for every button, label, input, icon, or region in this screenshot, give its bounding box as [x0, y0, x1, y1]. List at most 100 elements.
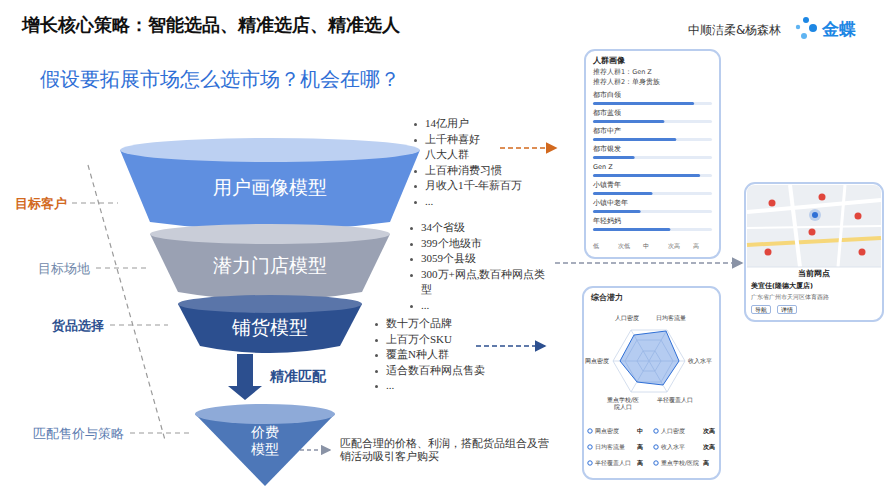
- block-arrow: [228, 354, 262, 400]
- funnel-band: 用户画像模型: [120, 138, 420, 228]
- panel-text: 网点密度: [585, 357, 609, 364]
- side-label: 目标场地: [38, 261, 90, 276]
- table-dot: [654, 445, 658, 449]
- panel-text: 半径覆盖人口: [655, 396, 695, 403]
- edge-label: 精准匹配: [270, 368, 326, 385]
- panel-text: 次低: [618, 242, 630, 249]
- panel-text: 都市白领: [593, 92, 621, 100]
- panel-text: 中: [643, 242, 649, 249]
- subtitle: 假设要拓展市场怎么选市场？机会在哪？: [40, 67, 400, 91]
- table-dot: [654, 429, 658, 433]
- bar-track: [593, 174, 712, 177]
- bar-fill: [593, 156, 635, 159]
- bullet-item: 300万+网点,数百种网点类型: [408, 267, 548, 298]
- bullet-item: 适合数百种网点售卖: [373, 363, 523, 379]
- leader-arrow: [476, 345, 545, 347]
- bullet-item: 月收入1千-年薪百万: [412, 178, 562, 194]
- logo-icon: [796, 17, 817, 39]
- panel-decor: [588, 102, 712, 465]
- panel-text: 美宜佳(隆德大厦店): [751, 283, 813, 291]
- panel-text: 导航: [751, 305, 771, 314]
- bar-fill: [593, 102, 694, 105]
- panel-text: 次高: [668, 242, 680, 249]
- bullet-item: ...: [412, 194, 562, 210]
- panel-text: 半径覆盖人口: [595, 459, 631, 466]
- panel-text: 次高: [703, 443, 715, 450]
- funnel-band: 铺货模型: [178, 294, 362, 358]
- funnel-band: 价费 模型: [195, 402, 335, 488]
- funnel-band: 潜力门店模型: [150, 222, 390, 302]
- table-dot: [588, 445, 592, 449]
- bar-fill: [593, 228, 670, 231]
- band-label: 铺货模型: [178, 316, 362, 339]
- screen-panel: 综合潜力人口密度日均客流量收入水平半径覆盖人口重点学校/医院人口网点密度网点密度…: [583, 287, 720, 479]
- bullet-item: 399个地级市: [408, 236, 548, 252]
- panel-text: 推荐人群2：单身贵族: [593, 79, 660, 87]
- panel-text: 高: [637, 459, 643, 466]
- bullet-list: 数十万个品牌上百万个SKU覆盖N种人群适合数百种网点售卖...: [373, 316, 523, 394]
- bar-track: [593, 210, 712, 213]
- panel-text: Gen Z: [593, 164, 613, 172]
- band-top: [120, 138, 420, 162]
- table-dot: [588, 429, 592, 433]
- bar-fill: [593, 174, 700, 177]
- panel-title: 当前网点: [745, 269, 883, 278]
- panel-text: 详情: [777, 305, 797, 314]
- panel-text: 小镇青年: [593, 182, 621, 190]
- panel-text: 人口密度: [607, 314, 647, 321]
- author-note: 中顺洁柔&杨森林: [688, 23, 781, 37]
- panel-text: 重点学校/医院人口: [606, 396, 640, 410]
- band-top: [178, 295, 362, 313]
- page-title: 增长核心策略：智能选品、精准选店、精准选人: [22, 14, 400, 36]
- panel-text: 低: [593, 242, 599, 249]
- map-illustration: [747, 185, 881, 267]
- band-label: 用户画像模型: [120, 176, 420, 199]
- panel-text: 人口密度: [661, 427, 685, 434]
- panel-text: 年轻妈妈: [593, 218, 621, 226]
- panel-text: 小镇中老年: [593, 200, 628, 208]
- bullet-item: 上千种喜好: [412, 132, 562, 148]
- side-label: 货品选择: [52, 318, 104, 333]
- bar-track: [593, 192, 712, 195]
- bar-track: [593, 120, 712, 123]
- bullet-item: 3059个县级: [408, 251, 548, 267]
- bullet-item: 上百万个SKU: [373, 332, 523, 348]
- panel-text: 收入水平: [661, 443, 685, 450]
- panel-title: 综合潜力: [591, 293, 623, 303]
- bullet-list: 14亿用户上千种喜好八大人群上百种消费习惯月收入1千-年薪百万...: [412, 116, 562, 209]
- panel-text: 中: [637, 427, 643, 434]
- logo-text: 金蝶: [822, 19, 856, 39]
- bullet-item: 数十万个品牌: [373, 316, 523, 332]
- leader-arrow: [300, 449, 330, 450]
- panel-text: 都市蓝领: [593, 110, 621, 118]
- panel-text: 日均客流量: [595, 443, 625, 450]
- bullet-list: 34个省级399个地级市3059个县级300万+网点,数百种网点类型...: [408, 220, 548, 313]
- panel-text: 次高: [703, 427, 715, 434]
- table-dot: [654, 461, 658, 465]
- bar-track: [593, 228, 712, 231]
- note-text: 匹配合理的价格、利润，搭配货品组合及营销活动吸引客户购买: [340, 437, 555, 463]
- radar-chart: [613, 330, 685, 392]
- panel-frame: [583, 287, 720, 479]
- bullet-item: 上百种消费习惯: [412, 163, 562, 179]
- bar-fill: [593, 210, 641, 213]
- bar-fill: [593, 120, 664, 123]
- bullet-item: 34个省级: [408, 220, 548, 236]
- bullet-item: ...: [373, 378, 523, 394]
- panel-text: 都市银发: [593, 146, 621, 154]
- bar-fill: [593, 192, 653, 195]
- band-label: 潜力门店模型: [150, 254, 390, 277]
- side-label: 匹配售价与策略: [33, 426, 124, 441]
- band-label: 价费 模型: [243, 424, 287, 458]
- panel-text: 日均客流量: [651, 314, 691, 321]
- band-top: [195, 404, 335, 424]
- bullet-item: 14亿用户: [412, 116, 562, 132]
- bullet-item: ...: [408, 298, 548, 314]
- panel-text: 高: [703, 459, 709, 466]
- band-body: [195, 414, 335, 486]
- leader-arrow: [500, 147, 556, 149]
- panel-text: 高: [693, 242, 699, 249]
- panel-text: 重点学校/医院: [661, 459, 699, 466]
- panel-text: 高: [637, 443, 643, 450]
